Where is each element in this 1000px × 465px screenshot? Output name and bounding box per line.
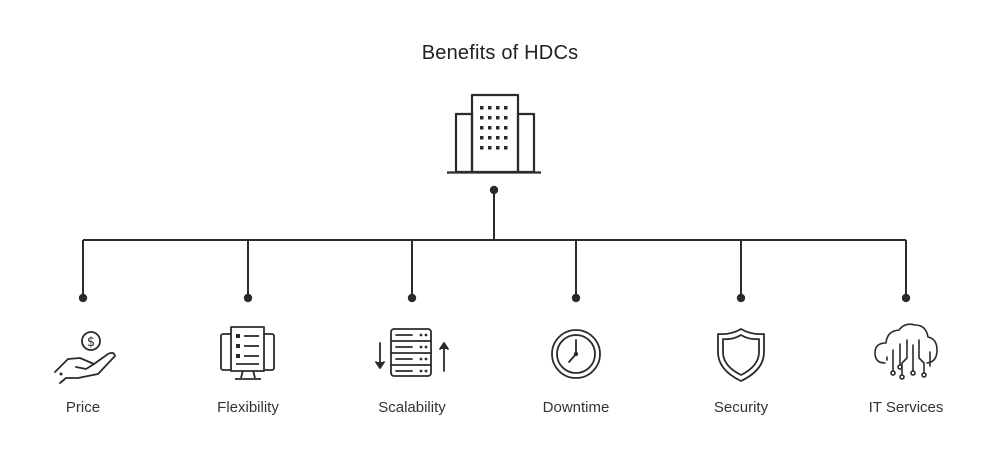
office-building-icon <box>447 93 541 174</box>
shield-icon <box>717 328 765 382</box>
benefit-label-flexibility: Flexibility <box>217 399 279 416</box>
benefit-label-downtime: Downtime <box>542 399 610 416</box>
clock-icon <box>551 329 601 379</box>
branch-connector-dot <box>736 293 746 303</box>
benefit-label-price: Price <box>65 399 101 416</box>
monitor-checklist-icon <box>220 326 275 380</box>
benefit-label-scalability: Scalability <box>378 399 446 416</box>
diagram-title: Benefits of HDCs <box>421 42 579 64</box>
branch-connector-dot <box>407 293 417 303</box>
tree-connectors <box>78 185 911 303</box>
server-rack-arrows-icon <box>375 328 449 377</box>
branch-connector-dot <box>901 293 911 303</box>
benefit-label-it-services: IT Services <box>868 399 944 416</box>
cloud-circuit-icon <box>874 323 938 380</box>
branch-connector-dot <box>78 293 88 303</box>
benefit-label-security: Security <box>713 399 769 416</box>
hand-dollar-coin-icon: $ <box>54 331 116 384</box>
branch-connector-dot <box>243 293 253 303</box>
svg-text:$: $ <box>87 335 95 350</box>
branch-connector-dot <box>571 293 581 303</box>
